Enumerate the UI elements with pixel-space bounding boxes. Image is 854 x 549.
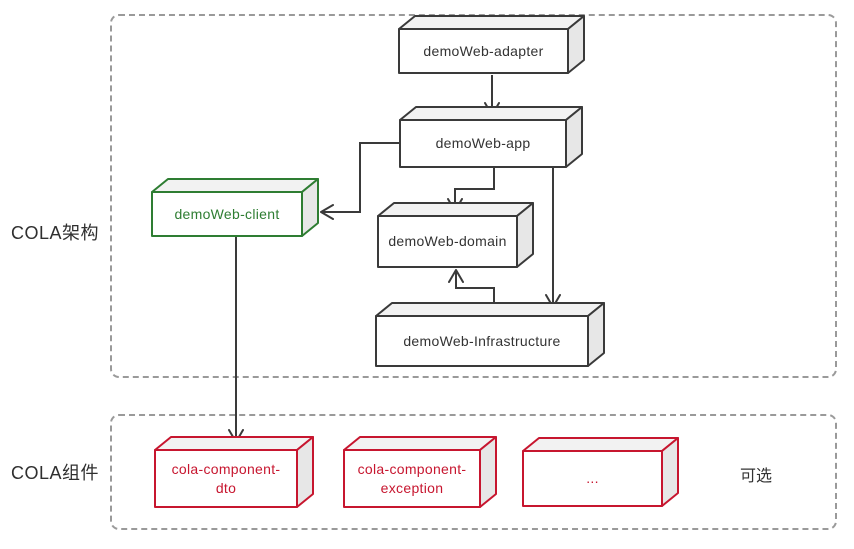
node-demoWeb-client-top-face xyxy=(151,178,319,193)
node-cola-component-exception-top-face xyxy=(343,436,497,451)
node-cola-component-dto-side-face xyxy=(296,436,314,508)
node-cola-component-more-top-face xyxy=(522,437,679,452)
node-cola-component-exception-side-face xyxy=(479,436,497,508)
node-cola-component-more-front-face xyxy=(522,450,663,507)
edge-demoWeb-app-to-demoWeb-domain xyxy=(447,167,495,212)
node-demoWeb-domain-top-face xyxy=(377,202,534,217)
node-demoWeb-app xyxy=(399,106,583,168)
node-cola-component-exception-front-face xyxy=(343,449,481,508)
node-demoWeb-adapter-top-face xyxy=(398,15,585,30)
nodes-group xyxy=(151,15,679,508)
edges-group xyxy=(228,75,561,443)
node-demoWeb-client-front-face xyxy=(151,191,303,237)
node-cola-component-dto xyxy=(154,436,314,508)
node-cola-component-more xyxy=(522,437,679,507)
node-demoWeb-app-front-face xyxy=(399,119,567,168)
cola-architecture-label: COLA架构 xyxy=(10,223,100,243)
node-demoWeb-domain-front-face xyxy=(377,215,518,268)
edge-demoWeb-infrastructure-to-demoWeb-domain xyxy=(448,269,495,309)
node-cola-component-dto-top-face xyxy=(154,436,314,451)
node-demoWeb-adapter xyxy=(398,15,585,74)
edge-demoWeb-app-to-demoWeb-client xyxy=(320,142,400,220)
node-demoWeb-adapter-front-face xyxy=(398,28,569,74)
node-demoWeb-domain xyxy=(377,202,534,268)
node-demoWeb-infrastructure xyxy=(375,302,605,367)
node-demoWeb-app-top-face xyxy=(399,106,583,121)
node-demoWeb-client xyxy=(151,178,319,237)
cola-components-section-border xyxy=(110,414,837,530)
node-demoWeb-infrastructure-top-face xyxy=(375,302,605,317)
node-cola-component-exception xyxy=(343,436,497,508)
node-cola-component-dto-front-face xyxy=(154,449,298,508)
optional-note: 可选 xyxy=(739,468,772,485)
node-demoWeb-infrastructure-front-face xyxy=(375,315,589,367)
cola-components-label: COLA组件 xyxy=(10,463,100,483)
node-cola-component-more-side-face xyxy=(661,437,679,507)
